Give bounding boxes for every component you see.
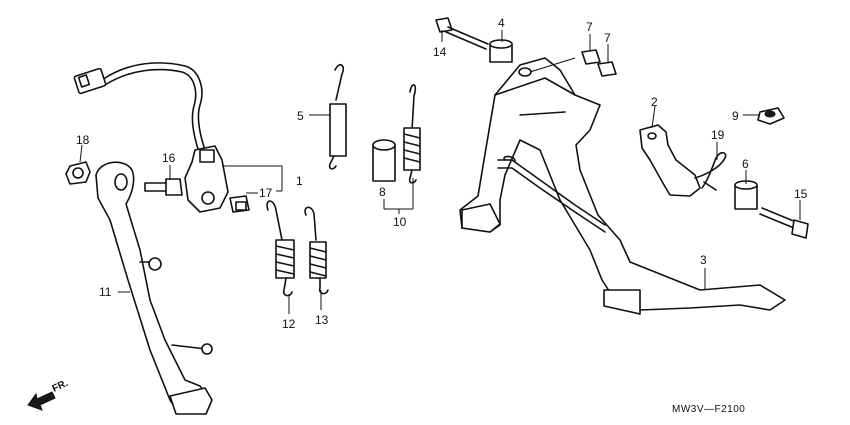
leader-lines: [79, 30, 801, 314]
callout-13: 13: [315, 313, 329, 327]
bolt-14[interactable]: [435, 17, 489, 50]
callout-14: 14: [433, 45, 447, 59]
callouts: 18 16 17 1 11 5 8 10 12 13 14 4 7 7 2 19…: [76, 16, 808, 331]
nut-7b[interactable]: [597, 61, 617, 77]
callout-7b: 7: [604, 31, 611, 45]
nut-18[interactable]: [65, 161, 91, 185]
callout-1: 1: [296, 174, 303, 188]
callout-12: 12: [282, 317, 296, 331]
side-stand-switch-harness[interactable]: [73, 62, 229, 213]
callout-10: 10: [393, 215, 407, 229]
side-stand[interactable]: [95, 161, 213, 415]
spring-10[interactable]: [403, 84, 421, 184]
callout-8: 8: [379, 185, 386, 199]
callout-9: 9: [732, 109, 739, 123]
callout-2: 2: [651, 95, 658, 109]
callout-18: 18: [76, 133, 90, 147]
bolt-17[interactable]: [229, 195, 250, 213]
callout-6: 6: [742, 157, 749, 171]
main-stand[interactable]: [459, 57, 786, 315]
callout-5: 5: [297, 109, 304, 123]
callout-11: 11: [99, 285, 112, 299]
spring-13[interactable]: [304, 206, 329, 295]
collar-6[interactable]: [734, 180, 758, 210]
callout-4: 4: [498, 16, 505, 30]
collar-4[interactable]: [489, 39, 513, 63]
nut-9[interactable]: [757, 107, 785, 125]
callout-15: 15: [794, 187, 808, 201]
bracket-2[interactable]: [639, 124, 701, 197]
front-direction-indicator: FR.: [27, 378, 70, 411]
front-label: FR.: [51, 378, 70, 395]
collar-8[interactable]: [372, 139, 396, 182]
bolt-15[interactable]: [759, 207, 809, 239]
callout-7a: 7: [586, 20, 593, 34]
spring-12[interactable]: [266, 200, 295, 297]
front-arrow-icon: [27, 391, 56, 411]
callout-16: 16: [162, 151, 176, 165]
bolt-16[interactable]: [144, 178, 183, 196]
callout-3: 3: [700, 253, 707, 267]
callout-17: 17: [259, 186, 273, 200]
nut-7a[interactable]: [581, 49, 601, 65]
clip-19[interactable]: [694, 151, 727, 191]
callout-19: 19: [711, 128, 725, 142]
diagram-code: MW3V—F2100: [672, 404, 745, 415]
spring-5[interactable]: [328, 63, 347, 170]
